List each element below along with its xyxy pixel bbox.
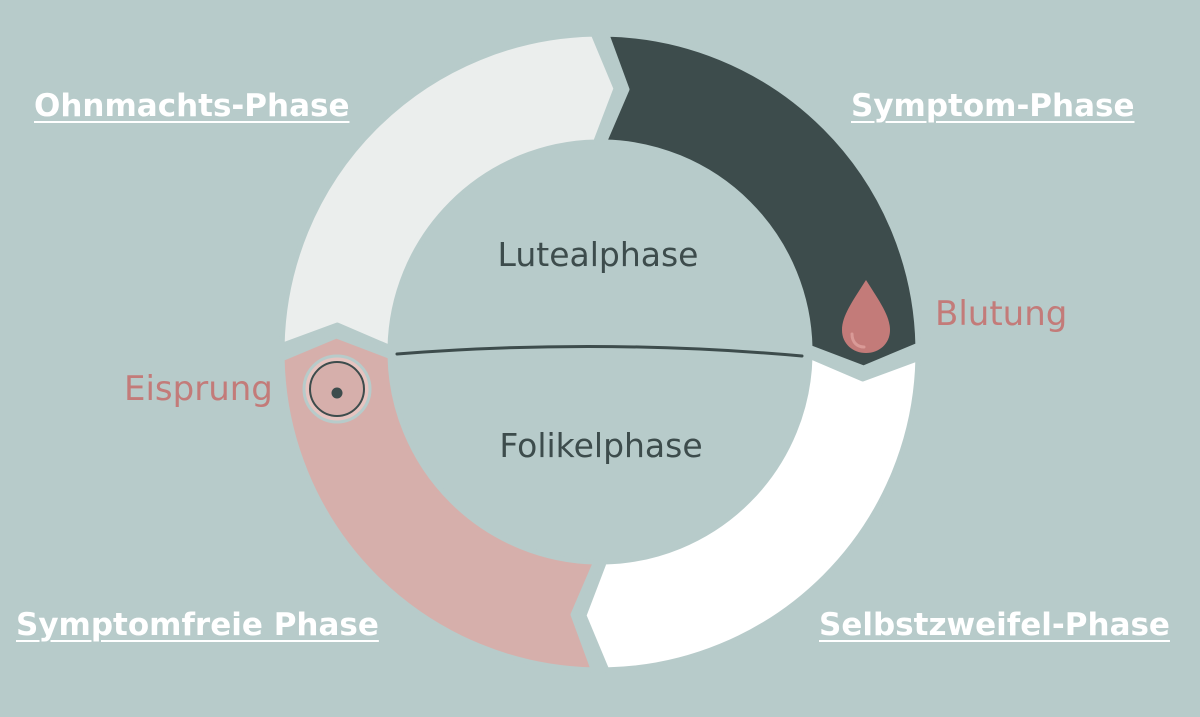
bleeding-label: Blutung xyxy=(935,294,1068,334)
ovulation-label: Eisprung xyxy=(124,369,273,409)
segment-symptom-phase xyxy=(601,31,921,371)
follicular-phase-label: Folikelphase xyxy=(499,426,703,465)
segment-selbstzweifel-phase xyxy=(581,353,921,673)
segment-symptomfreie-phase xyxy=(279,333,599,673)
phase-label-ohnmacht: Ohnmachts-Phase xyxy=(34,88,350,124)
phase-divider-line xyxy=(395,344,804,358)
phase-label-symptom: Symptom-Phase xyxy=(851,88,1135,124)
segment-ohnmachts-phase xyxy=(279,31,619,351)
blood-drop-icon xyxy=(842,280,890,353)
phase-label-selbstzweifel: Selbstzweifel-Phase xyxy=(819,607,1170,643)
phase-label-symptomfrei: Symptomfreie Phase xyxy=(16,607,379,643)
luteal-phase-label: Lutealphase xyxy=(497,235,699,274)
ovum-icon xyxy=(302,354,372,424)
